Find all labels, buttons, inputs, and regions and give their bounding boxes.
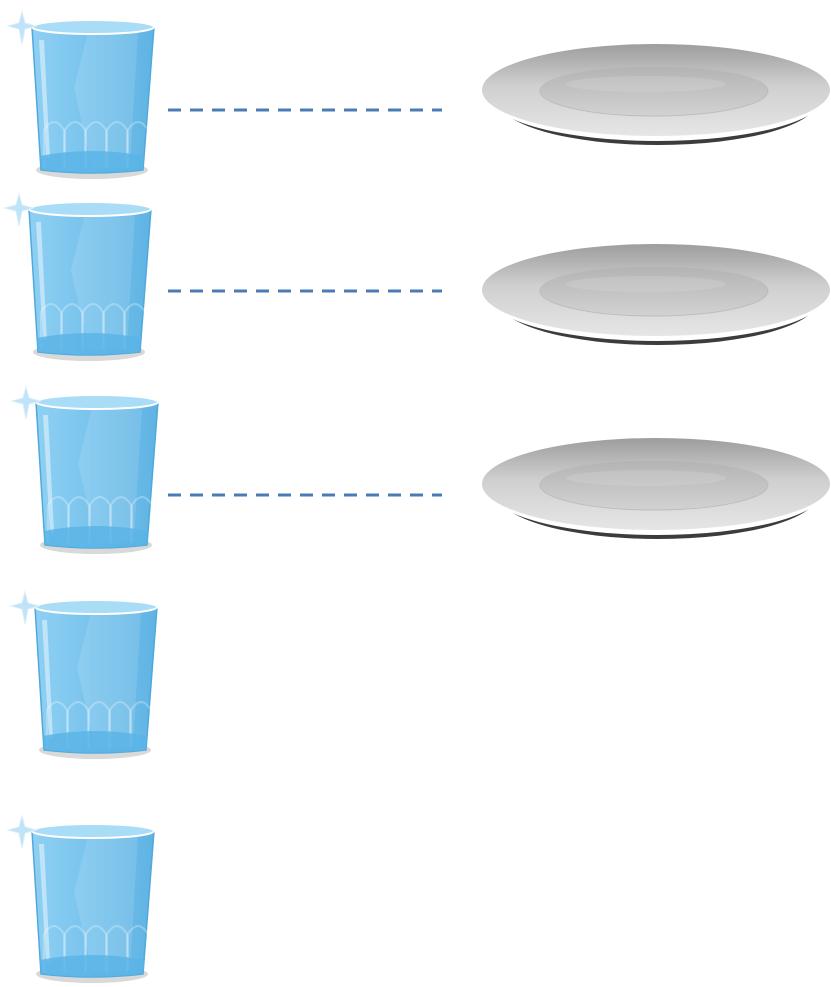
glass-cup-icon <box>12 387 158 554</box>
connection-lines <box>168 110 442 495</box>
plate-icon <box>482 438 830 539</box>
glass-cup-icon <box>8 816 154 983</box>
plate-icon <box>482 244 830 345</box>
cups-column <box>5 12 158 983</box>
glass-cup-icon <box>8 12 154 179</box>
plates-column <box>482 44 830 539</box>
plate-icon <box>482 44 830 145</box>
glass-cup-icon <box>11 592 157 759</box>
glass-cup-icon <box>5 194 151 361</box>
